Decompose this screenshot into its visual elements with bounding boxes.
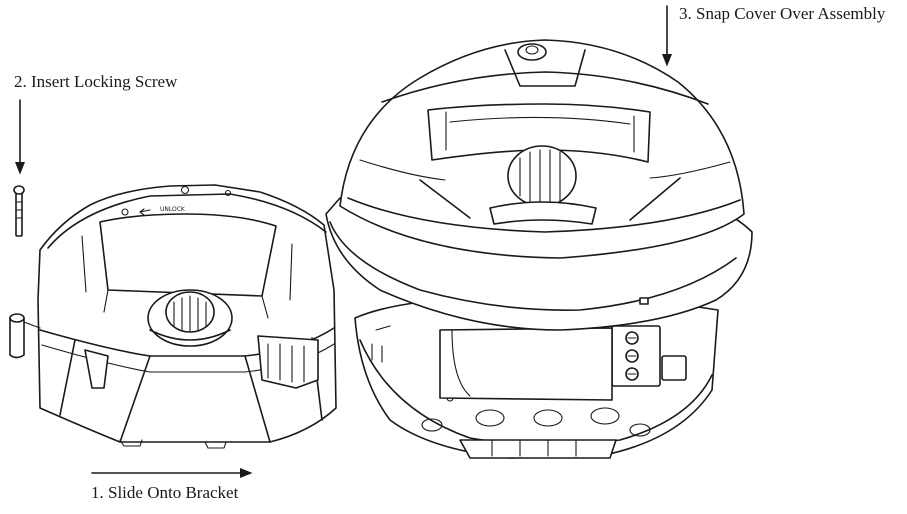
dome-cover	[325, 39, 753, 331]
step-3-label: 3. Snap Cover Over Assembly	[679, 4, 886, 23]
keyhole-slots	[421, 388, 651, 437]
mounting-bracket	[354, 299, 719, 459]
sensor-unit-left: UNLOCK	[9, 184, 337, 449]
locking-screw	[13, 185, 25, 237]
terminal-block	[611, 325, 687, 387]
step-1-label: 1. Slide Onto Bracket	[91, 483, 239, 502]
unlock-marking: UNLOCK	[160, 206, 186, 213]
step-2-label: 2. Insert Locking Screw	[14, 72, 178, 91]
